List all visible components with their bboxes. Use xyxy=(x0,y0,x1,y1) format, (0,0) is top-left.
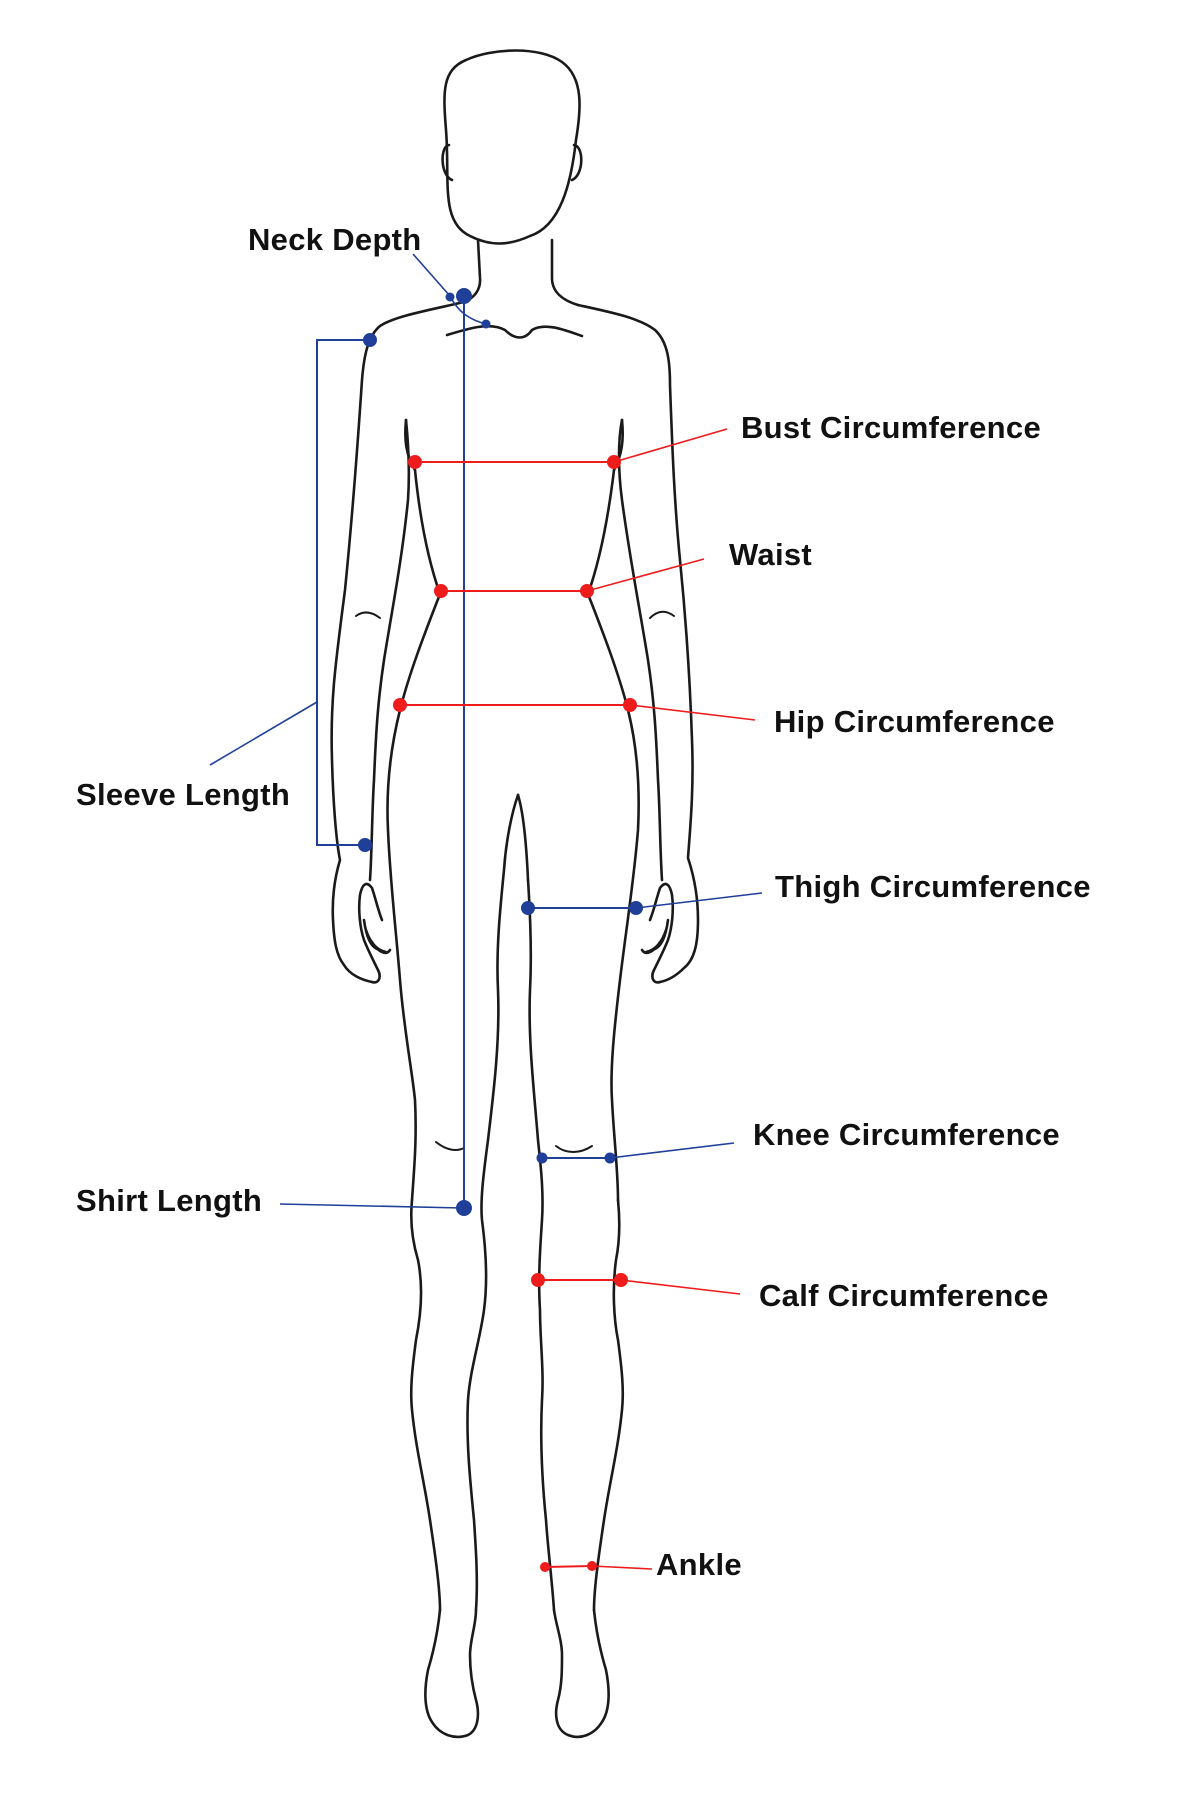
shirt-length-leader xyxy=(279,1203,463,1209)
sleeve-length-point-bottom xyxy=(358,838,372,852)
bust-point-left xyxy=(408,455,422,469)
knee-point-left xyxy=(536,1152,548,1164)
collarbone xyxy=(445,324,584,339)
blue-measurements xyxy=(209,253,763,1216)
label-knee-circumference: Knee Circumference xyxy=(753,1117,1060,1152)
left-elbow-crease xyxy=(355,611,381,619)
neck-right xyxy=(550,238,580,307)
waist-point-left xyxy=(434,584,448,598)
neck-depth-leader xyxy=(412,253,451,297)
hip-leader xyxy=(629,704,756,721)
head xyxy=(443,49,581,245)
ankle-point-left xyxy=(540,1562,550,1572)
label-shirt-length: Shirt Length xyxy=(76,1183,263,1218)
label-thigh-circumference: Thigh Circumference xyxy=(775,869,1091,904)
left-torso xyxy=(386,468,442,1202)
left-arm-inner xyxy=(368,418,411,882)
left-ear xyxy=(441,143,454,182)
waist-leader xyxy=(586,558,705,592)
right-foot xyxy=(552,1608,610,1739)
label-waist: Waist xyxy=(729,537,813,572)
left-hand xyxy=(357,882,392,984)
figure-outline xyxy=(330,49,700,1739)
left-knee-crease xyxy=(435,1141,465,1151)
neck-depth-point-top xyxy=(445,292,455,302)
hip-point-left xyxy=(393,698,407,712)
thigh-leader xyxy=(635,892,763,909)
right-arm-inner xyxy=(617,418,664,882)
sleeve-length-leader xyxy=(209,701,318,766)
crotch xyxy=(516,793,530,882)
right-elbow-crease xyxy=(649,610,675,619)
ankle-leader xyxy=(591,1565,653,1570)
right-leg-inner xyxy=(526,878,556,1612)
label-sleeve-length: Sleeve Length xyxy=(76,777,291,812)
right-ear xyxy=(570,143,583,182)
calf-leader xyxy=(620,1279,741,1295)
label-calf-circumference: Calf Circumference xyxy=(759,1278,1049,1313)
knee-leader xyxy=(609,1142,735,1159)
thigh-point-left xyxy=(521,901,535,915)
neck-depth-point-bottom xyxy=(481,319,491,329)
red-measurements xyxy=(393,428,756,1572)
label-hip-circumference: Hip Circumference xyxy=(774,704,1055,739)
right-knee-crease xyxy=(555,1145,593,1153)
sleeve-length-bracket xyxy=(316,339,370,846)
right-shoulder-arm-outer xyxy=(576,303,700,984)
shirt-length-point-top xyxy=(456,288,472,304)
sleeve-length-point-top xyxy=(363,333,377,347)
left-leg-inner xyxy=(466,793,520,1612)
right-hand xyxy=(640,882,675,984)
calf-point-left xyxy=(531,1273,545,1287)
label-ankle: Ankle xyxy=(656,1547,742,1582)
ankle-line xyxy=(544,1565,593,1568)
label-neck-depth: Neck Depth xyxy=(248,222,422,257)
left-leg-outer xyxy=(409,1198,442,1612)
right-leg-outer xyxy=(592,1198,625,1612)
left-foot xyxy=(424,1608,480,1739)
left-shoulder-arm-outer xyxy=(330,300,466,984)
bust-leader xyxy=(613,428,728,463)
label-bust-circumference: Bust Circumference xyxy=(741,410,1041,445)
